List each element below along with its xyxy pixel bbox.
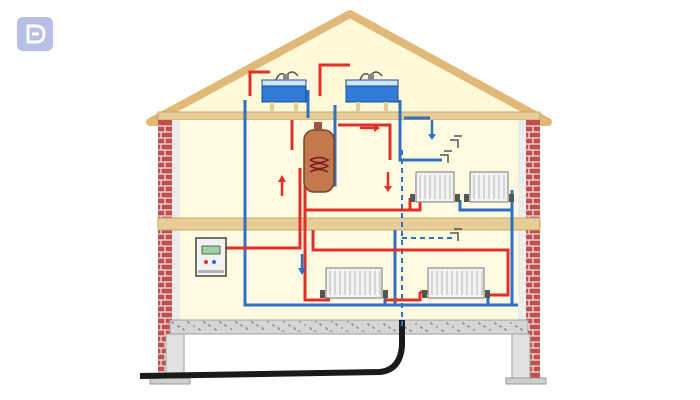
roof <box>146 10 552 126</box>
flow-arrow-icon <box>428 120 436 140</box>
middle-floor-beam <box>157 217 541 231</box>
cold-water-tank-icon <box>345 71 399 112</box>
radiator-icon <box>410 171 460 203</box>
expansion-tank-icon <box>261 71 307 112</box>
tap-icon <box>450 228 462 241</box>
flow-arrow-icon <box>384 172 392 192</box>
radiator-icon <box>422 267 490 299</box>
radiator-icon <box>464 171 514 203</box>
boiler-icon <box>195 237 227 277</box>
radiator-icon <box>320 267 388 299</box>
tap-icon <box>450 135 462 148</box>
logo-icon <box>17 17 53 51</box>
ground-supply-pipe <box>139 320 405 379</box>
right-brick-wall <box>526 120 540 384</box>
attic-floor-beam <box>157 111 541 121</box>
left-brick-wall <box>158 120 172 384</box>
hot-water-cylinder-icon <box>303 122 335 193</box>
flow-arrow-icon <box>360 124 380 132</box>
right-footing <box>505 377 547 385</box>
left-footing <box>149 377 191 385</box>
flow-arrow-icon <box>278 175 286 196</box>
concrete-slab <box>169 319 529 335</box>
right-foundation <box>511 333 531 381</box>
flow-arrow-icon <box>298 254 306 275</box>
tap-icon <box>440 150 452 163</box>
